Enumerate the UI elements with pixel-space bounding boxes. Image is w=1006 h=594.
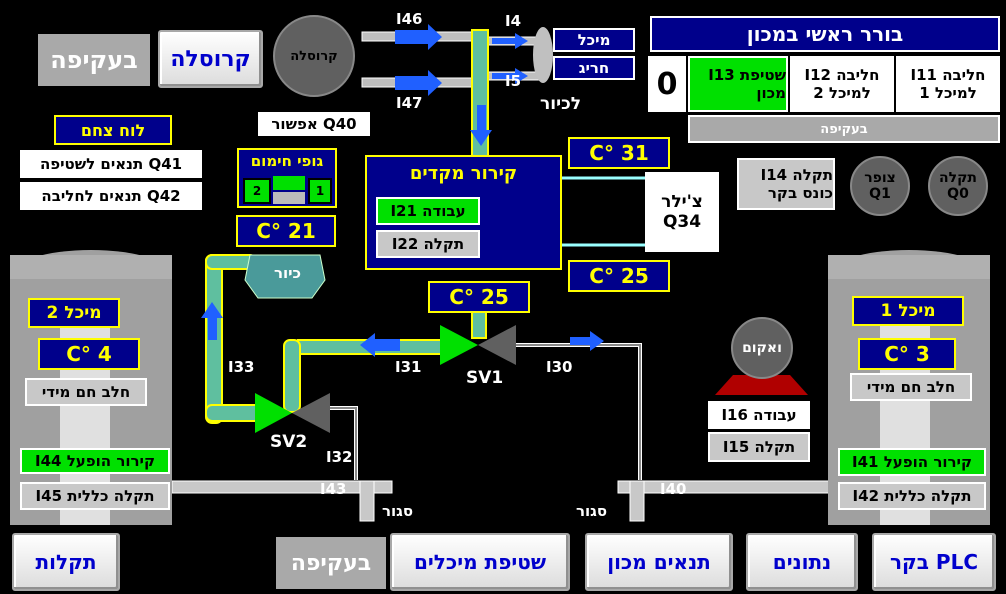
vacuum-work-i16: עבודה I16 (708, 401, 810, 429)
to-cooling-label: לכיור (540, 94, 581, 114)
heater-1: 1 (308, 178, 332, 204)
carousel-button[interactable]: קרוסלה (158, 30, 263, 88)
tank2-fault-i45: תקלה כללית I45 (20, 482, 170, 510)
precool-temp-top: 31 °C (568, 137, 670, 169)
tank2-cooling-i44: קירור הופעל I44 (20, 448, 170, 474)
bypass-button-top[interactable]: בעקיפה (38, 34, 150, 86)
precool-temp-bottom: 25 °C (568, 260, 670, 292)
tank1-cooling-i41: קירור הופעל I41 (838, 448, 986, 476)
heating-temp: 21 °C (236, 215, 336, 247)
tag-i5: I5 (505, 72, 522, 90)
tag-i43: I43 (320, 480, 347, 498)
heater-bar-bottom (273, 192, 305, 204)
exception-label: חריג (553, 56, 635, 80)
fault-i14-receiver: תקלה I14 כונס בקר (737, 158, 835, 210)
cond-wash-q41: Q41 תנאים לשטיפה (20, 150, 202, 178)
nav-data[interactable]: נתונים (746, 533, 858, 591)
valve-sv2[interactable]: SV2 (270, 432, 308, 452)
tag-i47: I47 (396, 94, 423, 112)
heating-title: גופי חימום (250, 152, 324, 170)
nav-faults[interactable]: תקלות (12, 533, 120, 591)
tag-i32: I32 (326, 448, 353, 466)
selector-option-milk1[interactable]: חליבה I11 למיכל 1 (896, 56, 1000, 112)
main-selector-title: בורר ראשי במכון (650, 16, 1000, 52)
nav-tank-wash[interactable]: שטיפת מיכלים (390, 533, 570, 591)
tank2-name: מיכל 2 (28, 298, 120, 328)
selector-option-wash[interactable]: שטיפת I13 מכון (688, 56, 788, 112)
tag-i33: I33 (228, 358, 255, 376)
closed-label-2: סגור (576, 502, 608, 520)
tag-i31: I31 (395, 358, 422, 376)
precool-temp-out: 25 °C (428, 281, 530, 313)
vacuum-label: ואקום (742, 340, 782, 356)
tank2-temp: 4 °C (38, 338, 140, 370)
cond-milk-q42: Q42 תנאים לחליבה (20, 182, 202, 210)
carousel-indicator: קרוסלה (273, 15, 355, 97)
precool-fault-i22: תקלה I22 (376, 230, 480, 258)
valve-sv1[interactable]: SV1 (466, 368, 504, 388)
selector-option-milk2[interactable]: חליבה I12 למיכל 2 (790, 56, 894, 112)
closed-label-1: סגור (382, 502, 414, 520)
vacuum-fault-i15: תקלה I15 (708, 432, 810, 462)
panel-title: לוח צחם (54, 115, 172, 145)
tank-label: מיכל (553, 28, 635, 52)
tank1-temp: 3 °C (858, 338, 956, 370)
selector-bypass-bar[interactable]: בעקיפה (688, 115, 1000, 143)
precool-work-i21: עבודה I21 (376, 197, 480, 225)
tag-i4: I4 (505, 12, 522, 30)
nav-plc[interactable]: PLC בקר (872, 533, 996, 591)
nav-plant-conditions[interactable]: תנאים מכון (585, 533, 733, 591)
tank1-status: חלב חם מידי (850, 373, 972, 401)
tank2-status: חלב חם מידי (25, 378, 147, 406)
chiller-q34: צ'ילר Q34 (645, 172, 719, 252)
enable-q40: Q40 אפשור (258, 112, 370, 136)
heater-bar-top (273, 176, 305, 190)
buzzer-q1: צופר Q1 (850, 156, 910, 216)
tank1-fault-i42: תקלה כללית I42 (838, 482, 986, 510)
precool-title: קירור מקדים (409, 163, 518, 184)
sink-label: כיור (273, 264, 302, 282)
heater-2: 2 (243, 178, 271, 204)
tag-i40: I40 (660, 480, 687, 498)
tag-i46: I46 (396, 10, 423, 28)
nav-bypass[interactable]: בעקיפה (276, 537, 386, 589)
tank1-name: מיכל 1 (852, 296, 964, 326)
fault-q0: תקלה Q0 (928, 156, 988, 216)
main-selector-value: 0 (648, 56, 686, 112)
tag-i30: I30 (546, 358, 573, 376)
